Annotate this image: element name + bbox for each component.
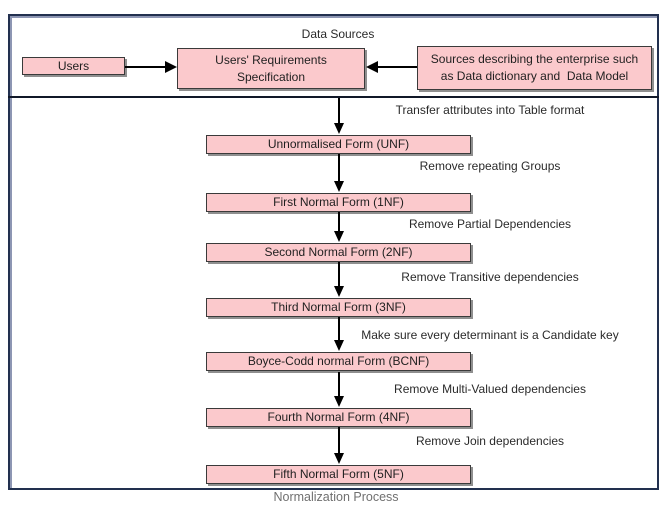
flow-transition-label-bcnf: Make sure every determinant is a Candida… (361, 328, 619, 342)
enterprise-sources-line1: Sources describing the enterprise such (430, 52, 639, 66)
arrow-down-icon-4nf (333, 396, 344, 407)
users-requirements-line1: Users' Requirements (215, 52, 327, 67)
arrow-right-icon (165, 61, 177, 73)
flow-box-2nf: Second Normal Form (2NF) (206, 243, 471, 262)
arrow-down-icon-1nf (333, 181, 344, 192)
arrow-down-line-2nf (338, 212, 340, 232)
flow-box-bcnf: Boyce-Codd normal Form (BCNF) (206, 352, 471, 371)
diagram-caption: Normalization Process (273, 490, 399, 504)
arrow-down-icon-unf (333, 123, 344, 134)
enterprise-sources-box: Sources describing the enterprise such a… (417, 46, 652, 90)
arrow-right-line (125, 66, 165, 68)
users-requirements-line2: Specification (236, 69, 306, 84)
flow-box-4nf: Fourth Normal Form (4NF) (206, 408, 471, 427)
flow-box-3nf: Third Normal Form (3NF) (206, 298, 471, 317)
arrow-left-line (378, 66, 417, 68)
flow-box-1nf: First Normal Form (1NF) (206, 193, 471, 212)
data-sources-title: Data Sources (301, 27, 375, 41)
flow-transition-label-unf: Transfer attributes into Table format (395, 103, 585, 117)
arrow-down-line-1nf (338, 154, 340, 182)
section-divider-line (8, 96, 659, 98)
flow-transition-label-3nf: Remove Transitive dependencies (401, 270, 579, 284)
arrow-down-line-5nf (338, 427, 340, 454)
arrow-down-line-bcnf (338, 317, 340, 341)
flow-transition-label-5nf: Remove Join dependencies (415, 434, 565, 448)
arrow-down-icon-3nf (333, 286, 344, 297)
arrow-down-icon-bcnf (333, 340, 344, 351)
flow-transition-label-4nf: Remove Multi-Valued dependencies (394, 382, 586, 396)
diagram-frame (8, 14, 659, 490)
arrow-down-line-unf (338, 98, 340, 124)
flow-transition-label-2nf: Remove Partial Dependencies (408, 217, 572, 231)
flow-box-5nf: Fifth Normal Form (5NF) (206, 465, 471, 484)
users-box: Users (22, 57, 125, 75)
arrow-left-icon (366, 61, 378, 73)
arrow-down-icon-2nf (333, 231, 344, 242)
users-requirements-box: Users' Requirements Specification (177, 48, 365, 89)
enterprise-sources-line2: as Data dictionary and Data Model (440, 69, 629, 83)
flow-transition-label-1nf: Remove repeating Groups (419, 159, 561, 173)
arrow-down-line-4nf (338, 372, 340, 397)
arrow-down-line-3nf (338, 262, 340, 287)
flow-box-unf: Unnormalised Form (UNF) (206, 135, 471, 154)
arrow-down-icon-5nf (333, 453, 344, 464)
users-box-label: Users (57, 59, 90, 73)
